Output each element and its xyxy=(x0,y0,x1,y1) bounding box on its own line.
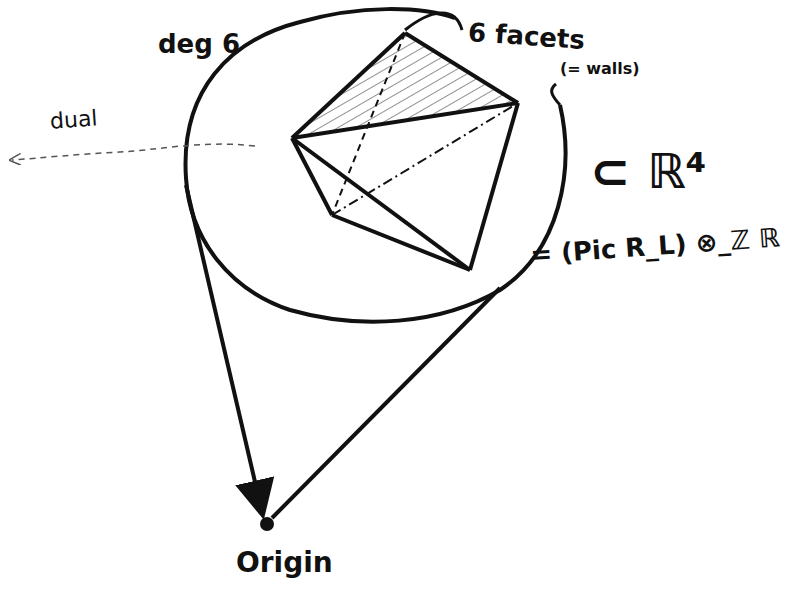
hatched-facet xyxy=(292,33,518,138)
dual-label: dual xyxy=(49,106,98,133)
facets-leader xyxy=(405,13,462,30)
hidden-edge xyxy=(332,103,518,215)
cone-line xyxy=(272,288,500,518)
neighbourhood-blob xyxy=(186,9,566,322)
polytope-edges xyxy=(292,33,518,270)
facets-label: 6 facets xyxy=(467,18,586,55)
origin-dot xyxy=(260,517,274,531)
hidden-edge xyxy=(332,33,405,215)
cone-line xyxy=(186,185,262,512)
dual-arrow xyxy=(12,144,255,160)
blob-hook xyxy=(552,84,560,105)
origin-label: Origin xyxy=(236,548,333,579)
pic-tensor-label: = (Pic R_L) ⊗_ℤ ℝ xyxy=(529,223,780,269)
ambient-space-label: ⊂ ℝ⁴ xyxy=(590,145,706,198)
walls-label: (= walls) xyxy=(560,60,640,78)
degree-label: deg 6 xyxy=(158,30,240,59)
